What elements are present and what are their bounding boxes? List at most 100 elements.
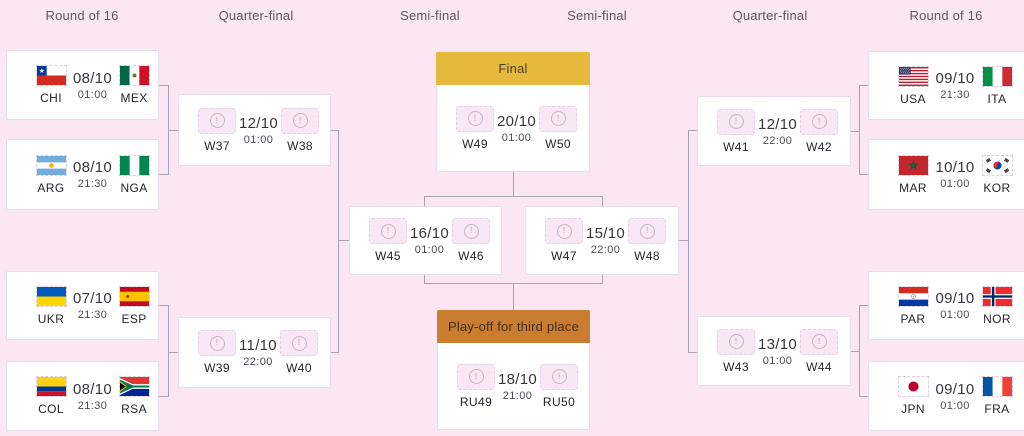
match-time: 21:30 xyxy=(77,178,108,190)
bracket-connector-line xyxy=(688,130,697,131)
exclamation-icon: ! xyxy=(728,114,744,129)
away-team: FRA xyxy=(975,376,1019,416)
flag-ukraine-icon xyxy=(35,285,67,307)
away-team: ! W42 xyxy=(797,108,841,154)
home-team: UKR xyxy=(29,285,73,326)
match-date: 11/10 xyxy=(239,337,277,354)
match-time: 01:00 xyxy=(414,244,445,256)
flag-south-korea-icon xyxy=(981,154,1013,176)
final-header-label: Final xyxy=(436,52,590,85)
tbd-flag-icon: ! xyxy=(540,363,579,390)
home-team: !W49 xyxy=(453,105,497,151)
bracket-connector-line xyxy=(159,396,169,397)
team-code: RU50 xyxy=(542,394,576,409)
column-title-quarter-final-right: Quarter-final xyxy=(732,8,808,23)
exclamation-icon: ! xyxy=(551,369,567,384)
exclamation-icon: ! xyxy=(728,334,744,349)
tbd-flag-icon: ! xyxy=(800,108,839,135)
flag-colombia-icon xyxy=(35,376,67,397)
team-code: KOR xyxy=(983,180,1011,195)
home-team: ARG xyxy=(29,154,73,195)
exclamation-icon: ! xyxy=(811,114,827,129)
away-team: !W44 xyxy=(797,328,841,374)
flag-spain-icon xyxy=(118,285,150,307)
away-team: RSA xyxy=(112,376,156,416)
bracket-connector-line xyxy=(159,305,169,306)
exclamation-icon: ! xyxy=(639,223,655,239)
bracket-connector-line xyxy=(338,130,339,353)
bracket-connector-line xyxy=(602,275,603,284)
team-code: W50 xyxy=(545,136,571,151)
match-date: 12/10 xyxy=(758,115,798,133)
tbd-flag-icon: ! xyxy=(281,107,320,134)
flag-nigeria-icon xyxy=(118,154,150,176)
bracket-connector-line xyxy=(159,85,169,86)
bracket-connector-line xyxy=(168,305,169,397)
team-code: RSA xyxy=(121,402,147,416)
tbd-flag-icon: ! xyxy=(717,108,755,135)
team-code: W41 xyxy=(723,139,749,154)
team-code: NGA xyxy=(120,180,148,195)
match-time: 01:00 xyxy=(501,131,532,144)
exclamation-icon: ! xyxy=(550,111,566,126)
home-team: !W45 xyxy=(366,218,410,263)
team-code: MEX xyxy=(120,91,148,105)
bracket-connector-line xyxy=(424,196,425,206)
team-code: W42 xyxy=(806,139,832,154)
team-code: W49 xyxy=(462,136,488,151)
home-team: USA xyxy=(891,65,935,106)
tbd-flag-icon: ! xyxy=(198,107,236,134)
away-team: KOR xyxy=(975,154,1019,195)
home-team: PAR xyxy=(891,285,935,326)
match-time: 22:00 xyxy=(243,356,273,368)
tbd-flag-icon: ! xyxy=(539,105,578,132)
bracket-connector-line xyxy=(860,305,868,306)
flag-france-icon xyxy=(981,376,1013,397)
match-time: 01:00 xyxy=(243,133,274,146)
home-team: ! W41 xyxy=(714,108,758,154)
flag-argentina-icon xyxy=(35,154,67,176)
team-code: FRA xyxy=(984,402,1010,416)
team-code: W38 xyxy=(287,138,313,153)
team-code: W40 xyxy=(286,361,312,375)
team-code: JPN xyxy=(901,402,925,416)
match-date: 09/10 xyxy=(935,70,975,87)
flag-usa-icon xyxy=(897,65,929,87)
home-team: MAR xyxy=(891,154,935,195)
team-code: UKR xyxy=(37,311,65,326)
bracket-connector-line xyxy=(424,196,603,197)
tbd-flag-icon: ! xyxy=(628,218,667,244)
team-code: USA xyxy=(900,91,926,106)
